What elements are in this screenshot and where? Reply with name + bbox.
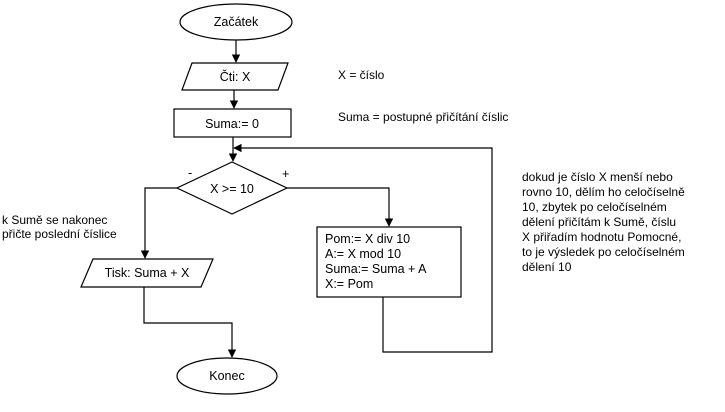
right-note-line-3: 10, zbytek po celočíselném [522, 200, 667, 214]
no-branch-label: - [188, 166, 192, 180]
loop-body-line-1: Pom:= X div 10 [325, 232, 410, 246]
decision-label: X >= 10 [210, 182, 254, 196]
annotation-suma-definition: Suma = postupné přičítání číslic [338, 110, 508, 124]
start-label: Začátek [214, 15, 259, 29]
read-input-label: Čti: X [220, 69, 251, 84]
left-note-line-1: k Sumě se nakonec [2, 213, 107, 227]
print-output-node: Tisk: Suma + X [80, 258, 214, 288]
start-terminator: Začátek [179, 3, 293, 41]
loop-body-line-3: Suma:= Suma + A [325, 262, 427, 276]
yes-branch-label: + [282, 167, 289, 181]
annotation-x-definition: X = číslo [338, 68, 385, 82]
edge-print-end [143, 287, 237, 358]
read-input-node: Čti: X [181, 62, 289, 91]
end-terminator: Konec [176, 357, 278, 395]
loop-body-line-4: X:= Pom [325, 277, 373, 291]
init-process-label: Suma:= 0 [205, 117, 259, 131]
loop-body-node: Pom:= X div 10 A:= X mod 10 Suma:= Suma … [316, 226, 462, 298]
loop-body-line-2: A:= X mod 10 [325, 247, 401, 261]
edge-loop-back [233, 143, 493, 353]
edge-decision-yes [287, 187, 394, 227]
right-note-line-4: dělení přičítám k Sumě, číslu [522, 215, 676, 229]
print-output-label: Tisk: Suma + X [105, 266, 190, 280]
right-note-line-7: dělení 10 [522, 260, 572, 274]
right-note-line-2: rovno 10, dělím ho celočíselně [522, 185, 685, 199]
end-label: Konec [209, 369, 244, 383]
right-note-line-5: X přiřadím hodnotu Pomocné, [522, 230, 681, 244]
init-process-node: Suma:= 0 [173, 108, 292, 138]
right-note-line-1: dokud je číslo X menší nebo [522, 170, 673, 184]
edge-decision-no [140, 187, 177, 259]
right-note-line-6: to je výsledek po celočíselném [522, 245, 685, 259]
decision-node: X >= 10 [175, 161, 289, 215]
annotation-left-note: k Sumě se nakonec přičte poslední číslic… [2, 213, 117, 241]
left-note-line-2: přičte poslední číslice [2, 227, 117, 241]
annotation-right-note: dokud je číslo X menší nebo rovno 10, dě… [522, 170, 685, 274]
